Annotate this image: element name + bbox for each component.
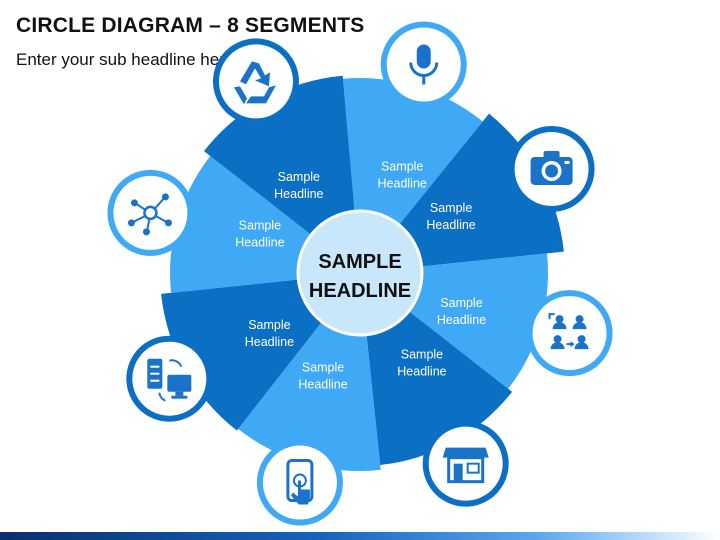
center-headline-line1: SAMPLE	[318, 251, 401, 273]
segment-7-label-line2: Headline	[235, 236, 284, 250]
segment-1-label-line1: Sample	[381, 160, 423, 174]
footer-bar	[0, 532, 720, 540]
microphone-icon	[409, 44, 439, 85]
icon-badge-5	[256, 439, 343, 526]
segment-2-label-line2: Headline	[426, 218, 475, 232]
segment-2-label-line1: Sample	[430, 201, 472, 215]
center-headline-line2: HEADLINE	[309, 280, 411, 302]
segment-8-label-line1: Sample	[278, 170, 320, 184]
icon-badge-6	[126, 335, 213, 422]
segment-5-label-line1: Sample	[302, 360, 344, 374]
icon-badge-2	[508, 125, 595, 212]
icon-badge-4	[422, 420, 509, 507]
segment-7-label-line1: Sample	[239, 219, 281, 233]
segment-5-label-line2: Headline	[298, 377, 347, 391]
center-hub	[296, 209, 424, 337]
icon-badge-7	[107, 169, 194, 256]
segment-6-label-line1: Sample	[248, 318, 290, 332]
server-monitor-icon	[147, 358, 192, 402]
icon-badge-1	[380, 21, 467, 108]
team-workflow-icon	[548, 313, 589, 350]
icon-badge-3	[526, 290, 613, 377]
segment-3-label-line1: Sample	[440, 296, 482, 310]
segment-1-label-line2: Headline	[378, 177, 427, 191]
smartphone-touch-icon	[286, 459, 314, 505]
segment-3-label-line2: Headline	[437, 313, 486, 327]
segment-4-label-line2: Headline	[397, 364, 446, 378]
segment-4-label-line1: Sample	[401, 347, 443, 361]
segment-6-label-line2: Headline	[245, 335, 294, 349]
page-title: CIRCLE DIAGRAM – 8 SEGMENTS	[16, 14, 365, 37]
camera-icon	[530, 150, 573, 185]
page-subtitle: Enter your sub headline here	[16, 50, 235, 69]
network-nodes-icon	[127, 193, 172, 236]
icon-badge-8	[212, 38, 299, 125]
recycle-icon	[233, 61, 276, 105]
segment-8-label-line2: Headline	[274, 187, 323, 201]
store-icon	[442, 447, 489, 484]
